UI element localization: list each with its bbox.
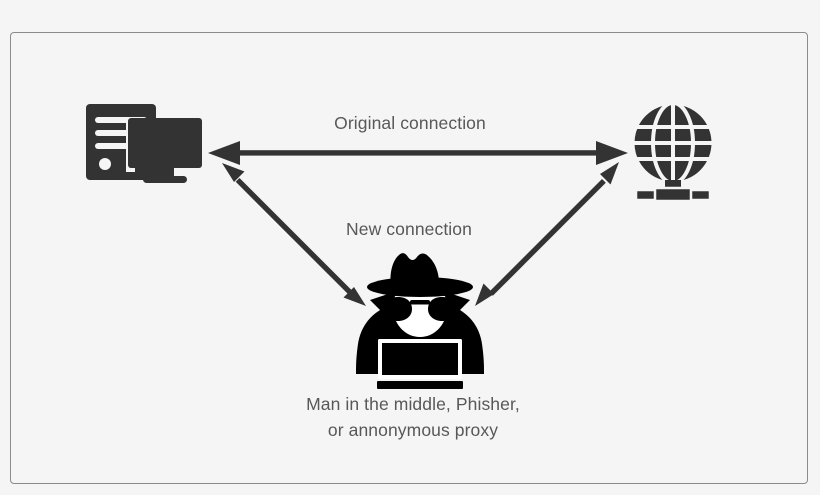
globe-network-icon (631, 101, 715, 203)
attacker-caption: Man in the middle, Phisher, or annonymou… (0, 391, 820, 443)
connection-arrows (208, 141, 628, 306)
attacker-caption-line-2: or annonymous proxy (327, 420, 499, 440)
arrow-original-connection (208, 141, 628, 165)
desktop-computer-icon (86, 104, 202, 183)
arrow-attacker-server (475, 162, 619, 306)
arrow-client-attacker (222, 163, 366, 306)
attacker-caption-line-1: Man in the middle, Phisher, (306, 394, 520, 414)
label-original-connection: Original connection (334, 113, 486, 133)
hacker-spy-icon (356, 253, 484, 389)
label-new-connection: New connection (346, 219, 472, 239)
